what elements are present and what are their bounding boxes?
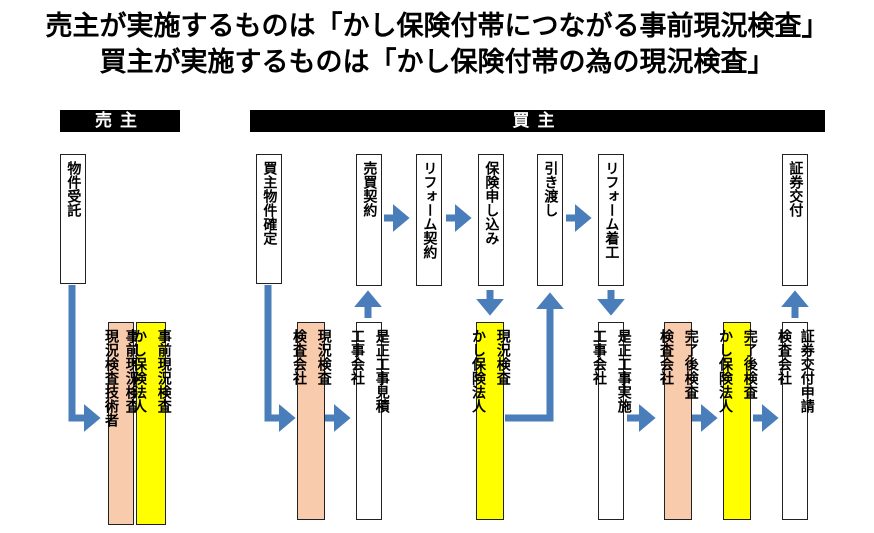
step-kashi-kanryo: かし保険法人 完了後検査 [717, 322, 758, 520]
seller-header: 売主 [60, 110, 180, 132]
step-kashi-genkyo-kensa: かし保険法人 現況検査 [470, 322, 511, 520]
buyer-header: 買主 [250, 110, 825, 132]
step-reform-keiyaku: リフォーム契約 [416, 154, 442, 286]
step-shoken-kofu: 証券交付 [782, 154, 808, 286]
step-koji-zesei-mitsumori: 工事会社 是正工事見積 [349, 322, 390, 520]
title-line-1: 売主が実施するものは「かし保険付帯につながる事前現況検査」 [45, 11, 829, 42]
step-kashi-jizen-genkyo: かし保険法人 事前現況検査 [131, 322, 172, 525]
title-line-2: 買主が実施するものは「かし保険付帯の為の現況検査」 [99, 47, 775, 78]
step-kensa-genkyo: 検査会社 現況検査 [291, 322, 332, 520]
step-baibai-keiyaku: 売買契約 [356, 154, 382, 286]
step-hikiwatashi: 引き渡し [537, 154, 563, 286]
step-bukken-jutaku: 物件受託 [60, 154, 86, 284]
step-koji-zesei-jisshi: 工事会社 是正工事実施 [591, 322, 632, 520]
step-shoken-kofu-shinsei: 検査会社 証券交付申請 [776, 322, 815, 520]
arrow-to-hikiwatashi [505, 292, 564, 422]
arrow-buyer-down-right [264, 285, 296, 432]
step-reform-chakko: リフォーム着工 [598, 154, 624, 286]
arrow-seller-down-right [68, 285, 101, 432]
step-kensa-kanryo: 検査会社 完了後検査 [658, 322, 699, 520]
step-jizen-genkyo-gishi: 現況検査技術者 事前現況検査 [103, 322, 140, 525]
step-kaishu-bukken-kakutei: 買主物件確定 [256, 154, 282, 284]
step-hoken-moshikomi: 保険申し込み [478, 154, 504, 286]
